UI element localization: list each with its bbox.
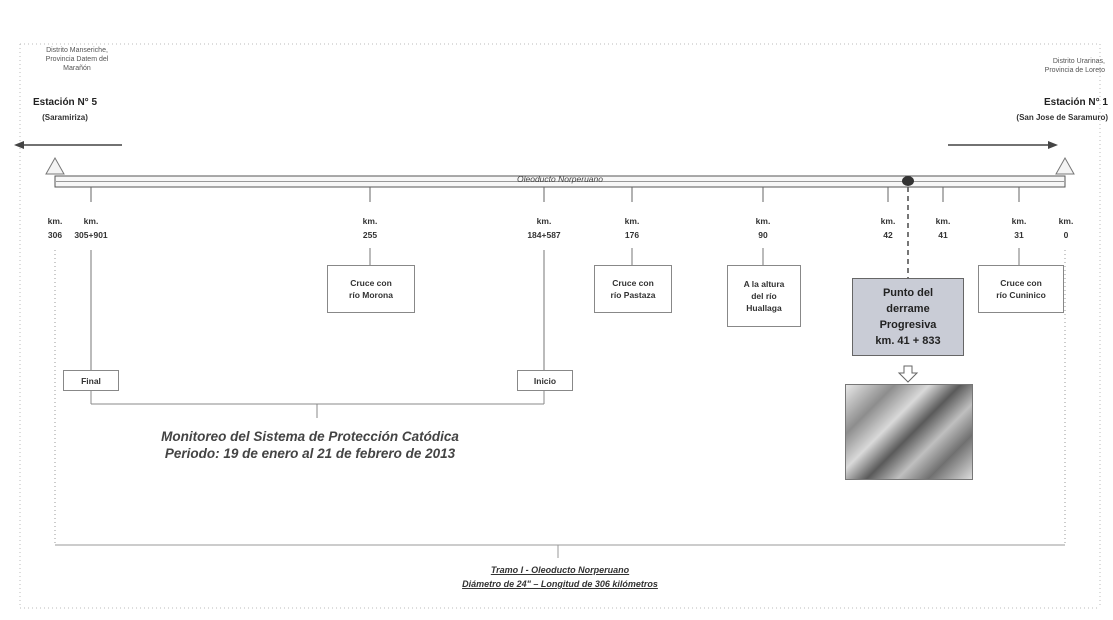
spill-point-box: Punto del derrame Progresiva km. 41 + 83…: [852, 278, 964, 356]
km-label-41: km. 41: [923, 214, 963, 242]
left-location-line-3: Marañón: [63, 65, 91, 72]
km-value: 90: [758, 230, 768, 240]
monitoring-title: Monitoreo del Sistema de Protección Cató…: [100, 428, 520, 462]
box-line: Cruce con: [1000, 278, 1042, 288]
pipeline-ticks: [90, 187, 1020, 202]
box-line: río Pastaza: [610, 290, 656, 300]
km-prefix: km.: [362, 216, 378, 226]
left-station-location: Distrito Manseriche, Provincia Datem del…: [22, 46, 132, 73]
km-prefix: km.: [880, 216, 896, 226]
final-box: Final: [63, 370, 119, 391]
km-label-176: km. 176: [612, 214, 652, 242]
right-arrow: [948, 141, 1058, 149]
km-prefix: km.: [536, 216, 552, 226]
spill-line-3: Progresiva: [879, 319, 937, 331]
box-rio-morona: Cruce con río Morona: [327, 265, 415, 313]
spill-line-2: derrame: [886, 303, 930, 315]
spill-point-icon: [902, 176, 914, 186]
spill-photo: [845, 384, 973, 480]
left-station-subname: (Saramiriza): [42, 113, 88, 122]
box-line: Cruce con: [612, 278, 654, 288]
km-prefix: km.: [935, 216, 951, 226]
box-line: Huallaga: [746, 303, 782, 313]
km-value: 41: [938, 230, 948, 240]
right-station-location: Distrito Urarinas, Provincia de Loreto: [990, 57, 1105, 75]
km-value: 305+901: [74, 230, 108, 240]
right-location-line-1: Distrito Urarinas,: [1052, 58, 1105, 65]
km-value: 42: [883, 230, 893, 240]
left-station-name: Estación N° 5: [32, 97, 98, 108]
tramo-line-1: Tramo I - Oleoducto Norperuano: [490, 565, 630, 575]
monitoring-line-2: Periodo: 19 de enero al 21 de febrero de…: [164, 446, 456, 461]
box-connectors: [90, 248, 1020, 370]
km-label-90: km. 90: [743, 214, 783, 242]
tramo-bracket: [54, 250, 1066, 558]
km-value: 255: [362, 230, 378, 240]
box-rio-pastaza: Cruce con río Pastaza: [594, 265, 672, 313]
km-prefix: km.: [755, 216, 771, 226]
km-label-184587: km. 184+587: [519, 214, 569, 242]
spill-line-1: Punto del: [882, 287, 934, 299]
inicio-box: Inicio: [517, 370, 573, 391]
right-station-subname: (San Jose de Saramuro): [1016, 113, 1108, 122]
km-value: 31: [1014, 230, 1024, 240]
km-label-0: km. 0: [1051, 214, 1081, 242]
right-station-name: Estación N° 1: [1043, 97, 1108, 108]
pipeline-label: Oleoducto Norperuano: [516, 174, 603, 184]
box-line: río Cuninico: [996, 290, 1046, 300]
spill-line-4: km. 41 + 833: [875, 335, 941, 347]
right-location-line-2: Provincia de Loreto: [1044, 67, 1105, 74]
tramo-caption: Tramo I - Oleoducto Norperuano Diámetro …: [420, 563, 700, 591]
box-rio-huallaga: A la altura del río Huallaga: [727, 265, 801, 327]
km-label-305901: km. 305+901: [66, 214, 116, 242]
box-line: del río: [751, 291, 777, 301]
km-value: 184+587: [527, 230, 561, 240]
left-location-line-1: Distrito Manseriche,: [46, 47, 108, 54]
km-prefix: km.: [624, 216, 640, 226]
right-station-triangle-icon: [1055, 156, 1075, 175]
km-value: 0: [1063, 230, 1069, 240]
km-label-255: km. 255: [350, 214, 390, 242]
down-arrow-icon: [897, 365, 919, 383]
km-value: 176: [624, 230, 640, 240]
box-line: Cruce con: [350, 278, 392, 288]
box-rio-cuninico: Cruce con río Cuninico: [978, 265, 1064, 313]
left-arrow: [14, 141, 122, 149]
box-line: río Morona: [349, 290, 393, 300]
km-prefix: km.: [83, 216, 99, 226]
tramo-line-2: Diámetro de 24" – Longitud de 306 kilóme…: [462, 579, 658, 589]
km-prefix: km.: [1011, 216, 1027, 226]
km-prefix: km.: [1058, 216, 1074, 226]
left-station-triangle-icon: [45, 156, 65, 175]
km-prefix: km.: [47, 216, 63, 226]
left-location-line-2: Provincia Datem del: [45, 56, 109, 63]
km-label-306: km. 306: [41, 214, 69, 242]
km-label-42: km. 42: [868, 214, 908, 242]
km-value: 306: [47, 230, 63, 240]
monitoring-bracket: [90, 390, 545, 418]
km-label-31: km. 31: [999, 214, 1039, 242]
box-line: A la altura: [743, 279, 785, 289]
monitoring-line-1: Monitoreo del Sistema de Protección Cató…: [161, 429, 459, 444]
